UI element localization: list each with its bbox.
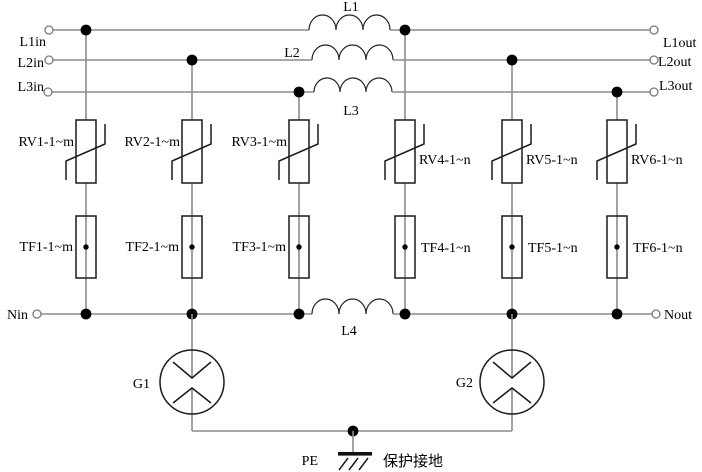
- varistor-rv6: [606, 119, 628, 184]
- fuse-tf4: [394, 215, 416, 279]
- fuse-tf5: [501, 215, 523, 279]
- varistor-rv6-strike: [596, 124, 637, 180]
- fuse-tf1: [75, 215, 97, 279]
- branch-6: [596, 86, 637, 320]
- terminal-nin: [32, 309, 42, 319]
- ground-bar: [338, 452, 372, 456]
- gdt-g1: [159, 314, 225, 431]
- branch-1: [65, 24, 106, 320]
- varistor-rv1-strike: [65, 124, 106, 180]
- branch-4: [384, 24, 425, 320]
- terminal-l1out: [649, 25, 659, 35]
- branch-2: [171, 54, 212, 320]
- varistor-rv5-label: RV5-1~n: [526, 153, 578, 168]
- ground-symbol: [338, 452, 372, 471]
- terminal-nout: [651, 309, 661, 319]
- fuse-tf3: [288, 215, 310, 279]
- inductor-l2-coil: [311, 44, 394, 61]
- gdt-g2-label: G2: [456, 376, 473, 391]
- inductor-l3-label: L3: [343, 104, 359, 119]
- terminal-l3in-label: L3in: [18, 80, 44, 95]
- varistor-rv1: [75, 119, 97, 184]
- branch-5: [491, 54, 532, 320]
- varistor-rv3: [288, 119, 310, 184]
- varistor-rv2-label: RV2-1~m: [125, 135, 181, 150]
- fuse-tf1-dot: [83, 244, 89, 250]
- fuse-tf2-label: TF2-1~m: [126, 240, 180, 255]
- gdt-g2-electrode-bottom: [492, 387, 532, 404]
- varistor-rv3-strike: [278, 124, 319, 180]
- junction-dot: [399, 308, 411, 320]
- fuse-tf6-dot: [614, 244, 620, 250]
- varistor-rv1-label: RV1-1~m: [19, 135, 75, 150]
- junction-dot: [80, 308, 92, 320]
- fuse-tf6: [606, 215, 628, 279]
- branch-3: [278, 86, 319, 320]
- terminal-l3in: [43, 87, 53, 97]
- inductor-l2-label: L2: [284, 46, 300, 61]
- terminal-l3out-label: L3out: [659, 79, 693, 94]
- fuse-tf3-label: TF3-1~m: [233, 240, 287, 255]
- fuse-tf4-label: TF4-1~n: [421, 241, 471, 256]
- terminal-l1in-label: L1in: [20, 35, 46, 50]
- junction-dot: [399, 24, 411, 36]
- fuse-tf2-dot: [189, 244, 195, 250]
- line-l1: [53, 14, 650, 31]
- fuse-tf1-label: TF1-1~m: [20, 240, 74, 255]
- varistor-rv4: [394, 119, 416, 184]
- inductor-l3-coil: [313, 77, 393, 93]
- gdt-g2-electrode-top: [492, 361, 532, 379]
- junction-dot: [506, 54, 518, 66]
- gdt-g1-circle: [159, 349, 225, 415]
- gdt-g2-circle: [479, 349, 545, 415]
- varistor-rv3-label: RV3-1~m: [232, 135, 288, 150]
- terminal-nout-label: Nout: [664, 308, 692, 323]
- terminal-l2out: [649, 55, 659, 65]
- junction-dot: [611, 308, 623, 320]
- ground-hatch: [348, 457, 359, 471]
- varistor-rv6-label: RV6-1~n: [631, 153, 683, 168]
- varistor-rv5: [501, 119, 523, 184]
- earth-bus: [192, 425, 512, 452]
- pe-label: PE: [302, 454, 318, 469]
- fuse-tf3-dot: [296, 244, 302, 250]
- gdt-g1-electrode-bottom: [172, 387, 212, 404]
- fuse-tf4-dot: [402, 244, 408, 250]
- fuse-tf5-label: TF5-1~n: [528, 241, 578, 256]
- inductor-l4-coil: [311, 298, 394, 315]
- fuse-tf6-label: TF6-1~n: [633, 241, 683, 256]
- inductor-l1-label: L1: [343, 0, 359, 15]
- varistor-rv4-label: RV4-1~n: [419, 153, 471, 168]
- ground-hatch: [358, 457, 369, 471]
- fuse-tf2: [181, 215, 203, 279]
- varistor-rv2-strike: [171, 124, 212, 180]
- gdt-g1-label: G1: [133, 377, 150, 392]
- terminal-l2in-label: L2in: [18, 56, 44, 71]
- terminal-l1in: [44, 25, 54, 35]
- gdt-g2: [479, 314, 545, 431]
- terminal-l1out-label: L1out: [663, 36, 697, 51]
- junction-dot: [611, 86, 623, 98]
- line-l2: [53, 44, 650, 61]
- varistor-rv4-strike: [384, 124, 425, 180]
- junction-dot: [293, 86, 305, 98]
- junction-dot: [293, 308, 305, 320]
- gdt-g1-electrode-top: [172, 361, 212, 379]
- protective-earth-label: 保护接地: [383, 452, 443, 470]
- line-n: [41, 298, 652, 315]
- varistor-rv5-strike: [491, 124, 532, 180]
- junction-dot: [186, 54, 198, 66]
- junction-dot: [80, 24, 92, 36]
- terminal-l3out: [649, 87, 659, 97]
- terminal-l2out-label: L2out: [658, 55, 692, 70]
- inductor-l4-label: L4: [341, 324, 357, 339]
- terminal-l2in: [44, 55, 54, 65]
- inductor-l1-coil: [308, 14, 391, 31]
- line-l3: [52, 77, 650, 93]
- varistor-rv2: [181, 119, 203, 184]
- fuse-tf5-dot: [509, 244, 515, 250]
- terminal-nin-label: Nin: [7, 308, 28, 323]
- ground-hatch: [338, 457, 349, 471]
